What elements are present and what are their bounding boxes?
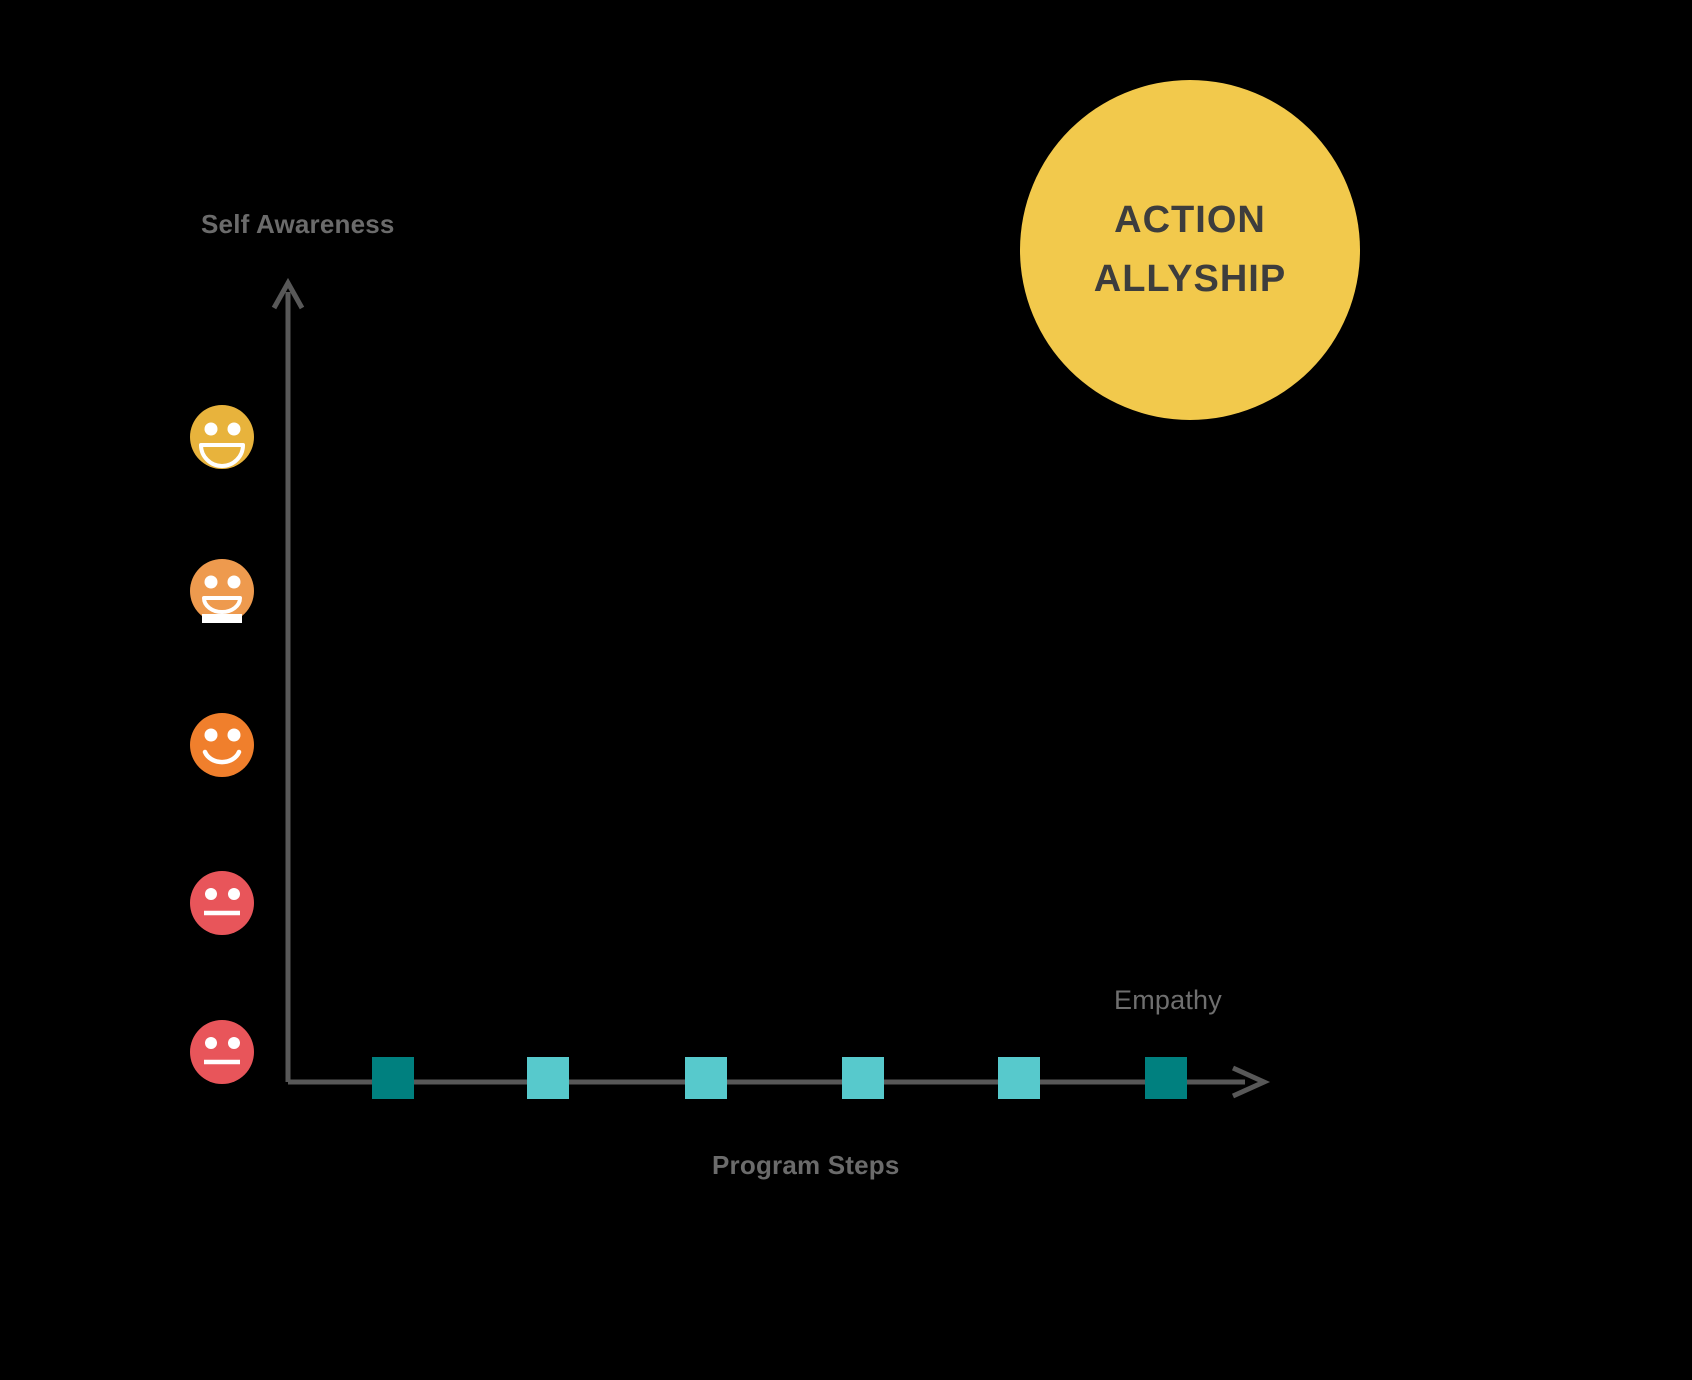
bubble-line-1: ACTION <box>1114 199 1266 242</box>
mood-face-smile-icon <box>190 559 254 623</box>
mood-face-big-smile-icon <box>190 405 254 469</box>
step-markers <box>372 1057 1187 1099</box>
step-marker-6[interactable] <box>1145 1057 1187 1099</box>
x-axis <box>288 1065 1271 1099</box>
mood-face-neutral-low-icon <box>190 1020 254 1084</box>
bubble-line-2: ALLYSHIP <box>1093 258 1287 300</box>
x-axis-title: Program Steps <box>712 1150 900 1180</box>
step-marker-2[interactable] <box>527 1057 569 1099</box>
y-axis <box>271 277 305 1082</box>
mood-face-slight-smile-icon <box>190 713 254 777</box>
y-axis-title: Self Awareness <box>201 209 395 239</box>
step-marker-3[interactable] <box>685 1057 727 1099</box>
step-marker-5[interactable] <box>998 1057 1040 1099</box>
step-marker-4[interactable] <box>842 1057 884 1099</box>
action-allyship-bubble[interactable]: ACTION ALLYSHIP <box>1020 80 1360 420</box>
mood-face-neutral-icon <box>190 871 254 935</box>
step-marker-1[interactable] <box>372 1057 414 1099</box>
empathy-annotation-label: Empathy <box>1114 985 1222 1015</box>
